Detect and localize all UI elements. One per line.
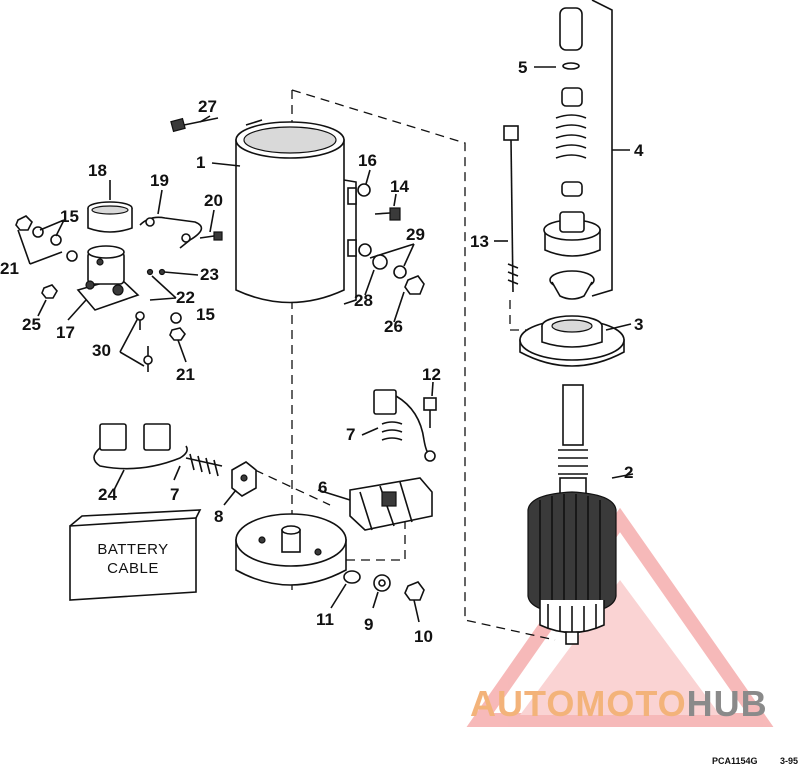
callout-15-upper: 15 <box>60 207 79 226</box>
callout-7-upper: 7 <box>346 425 355 444</box>
callout-21-upper: 21 <box>0 259 19 278</box>
callout-18: 18 <box>88 161 107 180</box>
bracket-screw <box>199 231 223 241</box>
callout-7-lower: 7 <box>170 485 179 504</box>
armature <box>527 384 617 645</box>
callout-28: 28 <box>354 291 373 310</box>
callout-27: 27 <box>198 97 217 116</box>
callout-29: 29 <box>406 225 425 244</box>
battery-label-line2: CABLE <box>107 560 159 577</box>
brush-holder <box>349 477 433 531</box>
callout-5: 5 <box>518 58 527 77</box>
callout-10: 10 <box>414 627 433 646</box>
callout-6: 6 <box>318 478 327 497</box>
callout-8: 8 <box>214 507 223 526</box>
figure-reference: PCA1154G 3-95 <box>712 756 798 766</box>
leader-lines <box>17 66 634 623</box>
callout-4: 4 <box>634 141 644 160</box>
terminal-insulator <box>231 461 257 497</box>
motor-housing <box>235 119 357 305</box>
callout-11: 11 <box>316 610 334 629</box>
callout-22: 22 <box>176 288 195 307</box>
callout-26: 26 <box>384 317 403 336</box>
callout-17: 17 <box>56 323 75 342</box>
callout-20: 20 <box>204 191 223 210</box>
callout-30: 30 <box>92 341 111 360</box>
solenoid-band <box>87 201 133 233</box>
end-cap-hardware <box>343 570 425 601</box>
callout-25: 25 <box>22 315 41 334</box>
callout-3: 3 <box>634 315 643 334</box>
battery-terminals <box>135 311 186 372</box>
callout-19: 19 <box>150 171 169 190</box>
brush-screw <box>423 397 437 428</box>
battery-label-line1: BATTERY <box>97 541 168 558</box>
callout-15-lower: 15 <box>196 305 215 324</box>
callout-24: 24 <box>98 485 117 504</box>
positive-brushes <box>93 423 223 477</box>
callout-12: 12 <box>422 365 441 384</box>
brush-and-spring <box>373 389 436 462</box>
callout-23: 23 <box>200 265 219 284</box>
svg-text:AUTOMOTOHUB: AUTOMOTOHUB <box>470 683 768 724</box>
battery-cable-label: BATTERY CABLE <box>69 509 202 601</box>
terminal-hardware-right <box>357 183 425 295</box>
callout-2: 2 <box>624 463 633 482</box>
callout-1: 1 <box>196 153 205 172</box>
drive-assembly <box>543 0 613 300</box>
watermark-prefix: AUTOMOTO <box>470 683 687 724</box>
watermark-logo: AUTOMOTOHUB <box>470 683 768 724</box>
solenoid-bracket <box>139 216 203 249</box>
small-hardware-left <box>15 215 166 299</box>
through-bolt <box>170 117 219 133</box>
commutator-end-cap <box>235 513 347 586</box>
callout-numbers: 1 2 3 4 5 6 7 7 8 9 10 11 12 13 14 15 15… <box>0 58 644 646</box>
reference-code: PCA1154G <box>712 756 758 766</box>
revision-code: 3-95 <box>780 756 798 766</box>
callout-21-lower: 21 <box>176 365 195 384</box>
watermark-suffix: HUB <box>687 683 768 724</box>
long-through-bolt <box>503 125 519 293</box>
drive-end-cap <box>519 315 625 367</box>
callout-16: 16 <box>358 151 377 170</box>
callout-13: 13 <box>470 232 489 251</box>
callout-9: 9 <box>364 615 373 634</box>
callout-14: 14 <box>390 177 409 196</box>
solenoid <box>76 245 140 311</box>
